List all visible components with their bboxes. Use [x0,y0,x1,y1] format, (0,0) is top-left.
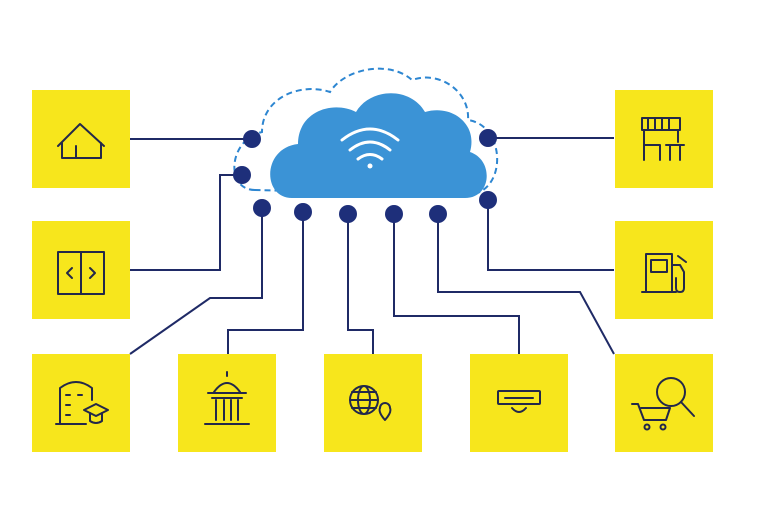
connection-nodes [233,129,497,223]
wire-school [129,208,263,355]
fuel-pump-icon [641,253,687,293]
node-web [339,205,357,223]
device-tile-air-conditioner [470,354,568,452]
cloud-shape [270,93,487,198]
cloud-hub [233,67,499,198]
wire-government [227,212,304,354]
globe-location-icon [349,385,392,421]
government-building-icon [204,371,250,425]
device-tile-school [32,354,130,452]
node-air-conditioner [385,205,403,223]
wire-air-conditioner [393,214,520,354]
sliding-door-icon [57,251,105,295]
node-fuel [479,191,497,209]
wire-fuel [487,200,614,271]
device-tile-government [178,354,276,452]
node-school [253,199,271,217]
device-tile-shop [615,90,713,188]
shopping-cart-search-icon [631,377,695,431]
wire-shopping [437,214,615,355]
connection-wires [129,137,615,355]
device-tile-door [32,221,130,319]
storefront-icon [641,117,685,161]
house-icon [57,123,105,159]
device-tile-fuel [615,221,713,319]
device-tile-shopping [615,354,713,452]
wire-door [130,174,242,271]
node-shop [479,129,497,147]
device-tile-web [324,354,422,452]
node-door [233,166,251,184]
node-government [294,203,312,221]
node-home [243,130,261,148]
wifi-icon [340,127,400,169]
device-tile-home [32,90,130,188]
air-conditioner-icon [497,390,541,413]
node-shopping [429,205,447,223]
school-building-graduation-icon [55,381,109,425]
wire-web [347,214,374,354]
